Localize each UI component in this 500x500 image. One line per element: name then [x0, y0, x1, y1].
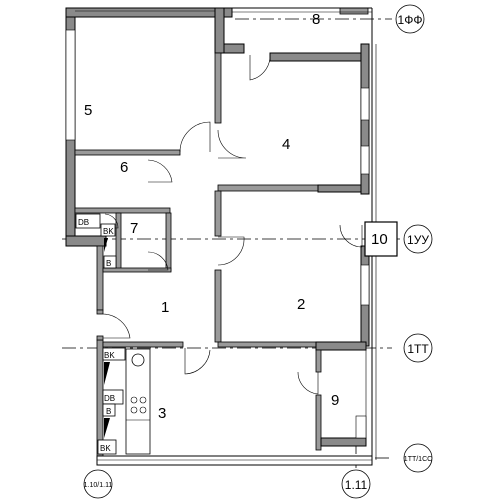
label-v-kitchen: B [106, 407, 111, 416]
room-label-8: 8 [312, 11, 320, 28]
door-room9 [297, 371, 319, 395]
label-bk-top: BK [103, 227, 114, 236]
axis-marker-1ff [395, 4, 425, 34]
wall-balcony-left [223, 43, 245, 54]
room-label-2: 2 [297, 296, 305, 313]
wall-room5-right [214, 7, 225, 54]
wall-bottom [96, 455, 373, 466]
shaft-v-kitchen [102, 403, 116, 417]
riser-marker-2 [104, 418, 110, 438]
wall-balcony-top-right [339, 7, 369, 15]
label-bk-bottom: BK [100, 444, 111, 453]
door-room10 [339, 224, 363, 248]
room-label-6: 6 [120, 159, 128, 176]
window-right-3 [360, 264, 370, 306]
axis-marker-1uu [403, 224, 433, 254]
door-entrance [102, 313, 131, 339]
label-db-kitchen: DB [104, 394, 115, 403]
label-db-top: DB [78, 218, 89, 227]
wall-1-3 [102, 341, 184, 348]
door-room2 [217, 236, 245, 266]
wall-1-left-stub2 [96, 335, 104, 341]
wall-balcony-bottom [269, 52, 366, 62]
room-label-7: 7 [130, 220, 138, 237]
riser-marker-1 [104, 362, 110, 385]
label-bk-kitchen: BK [104, 351, 115, 360]
door-room7 [147, 251, 169, 271]
door-room4 [217, 129, 247, 159]
stove-burner-3 [130, 406, 138, 414]
wall-7-right [165, 212, 172, 272]
wall-1-left-stub [96, 309, 104, 315]
axis-label-1uu: 1УУ [407, 233, 429, 247]
shaft-bk-kitchen [102, 347, 126, 361]
room-label-5: 5 [84, 102, 92, 119]
wall-top-room5 [65, 7, 233, 18]
axis-marker-1ttcc [403, 443, 433, 473]
shaft-bk-top [100, 223, 116, 237]
wall-9-left [315, 349, 322, 373]
label-v-top: B [106, 259, 111, 268]
axis-label-1ff: 1ФФ [398, 13, 423, 27]
wall-2-3 [217, 341, 319, 348]
room-label-4: 4 [282, 136, 290, 153]
wall-9-top [315, 341, 367, 351]
shaft-db-top [75, 213, 101, 229]
wall-5-4 [214, 52, 222, 124]
axis-marker-1tt [403, 333, 433, 363]
door-room5 [179, 121, 211, 153]
window-right-1 [360, 87, 370, 121]
axis-label-1tt: 1ТТ [407, 342, 429, 356]
room9-fixture [355, 415, 367, 439]
wall-7-bottom [102, 267, 172, 273]
room-label-9: 9 [331, 392, 339, 409]
room-label-3: 3 [158, 405, 166, 422]
wall-9-bottom [320, 437, 367, 447]
door-room3 [184, 348, 211, 375]
wall-4-2 [217, 184, 319, 192]
door-room7-left [104, 213, 119, 229]
room-label-1: 1 [161, 299, 169, 316]
riser-marker-3 [104, 238, 108, 252]
room-10-box [364, 221, 398, 257]
sink [131, 353, 145, 367]
wall-4-2-right [317, 184, 362, 193]
wall-2-left-lower [214, 269, 222, 343]
wall-2-left-upper [214, 190, 222, 237]
shaft-v-top [103, 255, 117, 269]
axis-marker-1-11 [341, 469, 371, 499]
door-balcony [249, 55, 271, 81]
kitchen-counter [125, 348, 151, 455]
wall-6-bottom [74, 207, 171, 214]
room-label-10: 10 [371, 231, 388, 248]
stove-burner-1 [130, 396, 138, 404]
shaft-bk-bottom [97, 439, 117, 455]
wall-left-bottom-cap [65, 235, 107, 247]
wall-9-left-lower [315, 394, 322, 451]
axis-marker-1-10-1-11 [83, 469, 113, 499]
axis-label-1-11: 1.11 [345, 478, 368, 492]
stove-burner-4 [139, 406, 147, 414]
window-left-room5 [65, 29, 76, 141]
wall-left-lower [96, 245, 104, 311]
stove-burner-2 [139, 396, 147, 404]
wall-5-6 [74, 149, 181, 156]
axis-label-1ttcc: 1ТТ/1СС [404, 456, 432, 463]
window-right-2 [360, 145, 370, 175]
axis-label-1-10-1-11: 1.10/1.11 [84, 482, 113, 489]
door-room6 [147, 159, 173, 183]
